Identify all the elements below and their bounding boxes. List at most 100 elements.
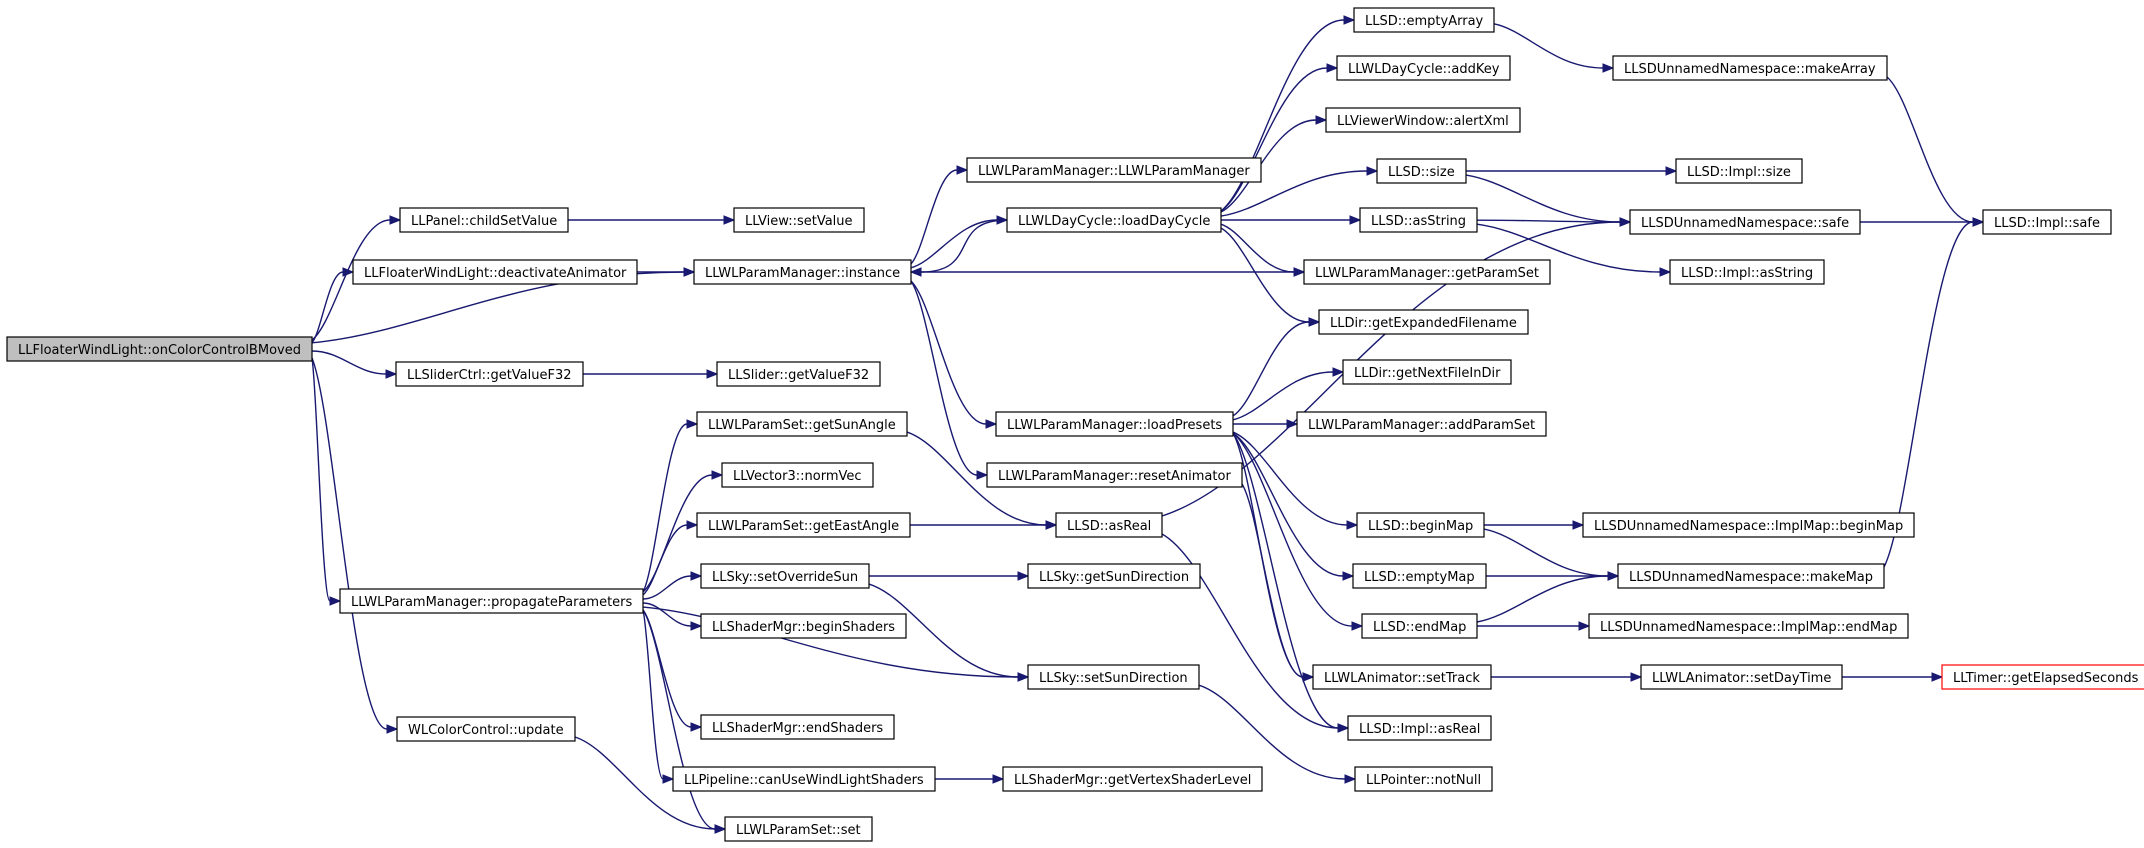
node-box: [396, 716, 576, 742]
node-box: [966, 157, 1262, 183]
edge-arrowhead: [1619, 217, 1632, 227]
node-label: LLSlider::getValueF32: [728, 368, 869, 383]
edge-line: [1232, 432, 1353, 627]
node-alert-xml[interactable]: LLViewerWindow::alertXml: [1325, 107, 1521, 133]
node-label: LLTimer::getElapsedSeconds: [1953, 671, 2139, 686]
node-label: LLSDUnnamedNamespace::ImplMap::endMap: [1600, 620, 1897, 635]
node-set-day-time[interactable]: LLWLAnimator::setDayTime: [1640, 664, 1843, 690]
node-label: LLSD::Impl::size: [1687, 165, 1791, 180]
edge-set-track-to-set-day-time: [1491, 672, 1643, 682]
edge-line: [311, 271, 344, 344]
edge-arrowhead: [1602, 63, 1615, 73]
edge-arrowhead: [714, 824, 727, 834]
edge-llsd-size-to-ns-safe: [1465, 174, 1632, 227]
edge-line: [1886, 76, 1974, 223]
node-empty-map[interactable]: LLSD::emptyMap: [1352, 563, 1487, 589]
node-end-map[interactable]: LLSD::endMap: [1361, 613, 1478, 639]
node-set-override-sun[interactable]: LLSky::setOverrideSun: [700, 563, 870, 589]
node-get-next-file-in-dir[interactable]: LLDir::getNextFileInDir: [1342, 359, 1512, 385]
node-as-string[interactable]: LLSD::asString: [1359, 207, 1478, 233]
edge-end-map-to-make-map: [1476, 571, 1620, 623]
node-label: LLPointer::notNull: [1366, 773, 1481, 788]
node-label: LLSD::endMap: [1373, 620, 1466, 635]
node-not-null[interactable]: LLPointer::notNull: [1354, 766, 1493, 792]
node-label: LLSDUnnamedNamespace::safe: [1641, 216, 1849, 231]
edge-line: [642, 524, 688, 596]
node-child-set-value[interactable]: LLPanel::childSetValue: [399, 207, 569, 233]
node-box: [6, 336, 313, 362]
node-add-param-set[interactable]: LLWLParamManager::addParamSet: [1296, 411, 1547, 437]
edge-arrowhead: [723, 215, 736, 225]
node-wl-instance[interactable]: LLWLParamManager::instance: [693, 259, 912, 285]
node-label: LLSD::size: [1388, 165, 1455, 180]
node-get-sun-direction[interactable]: LLSky::getSunDirection: [1027, 563, 1201, 589]
node-can-use-wind-light[interactable]: LLPipeline::canUseWindLightShaders: [672, 766, 936, 792]
node-get-expanded-filename[interactable]: LLDir::getExpandedFilename: [1318, 309, 1529, 335]
edge-arrowhead: [690, 722, 703, 732]
node-label: LLWLParamManager::getParamSet: [1315, 266, 1539, 281]
node-impl-as-string[interactable]: LLSD::Impl::asString: [1669, 259, 1825, 285]
node-reset-animator[interactable]: LLWLParamManager::resetAnimator: [986, 462, 1243, 488]
edge-arrowhead: [1607, 571, 1620, 581]
node-set-track[interactable]: LLWLAnimator::setTrack: [1312, 664, 1492, 690]
node-label: LLSD::Impl::asString: [1681, 266, 1813, 281]
edge-arrowhead: [1326, 63, 1339, 73]
node-add-key[interactable]: LLWLDayCycle::addKey: [1336, 55, 1511, 81]
node-load-presets[interactable]: LLWLParamManager::loadPresets: [995, 411, 1234, 437]
edge-arrowhead: [1972, 217, 1985, 227]
node-label: LLView::setValue: [745, 214, 853, 229]
node-color-control-update[interactable]: WLColorControl::update: [396, 716, 576, 742]
edge-on-color-control-bmoved-to-color-control-update: [311, 357, 399, 734]
node-get-param-set[interactable]: LLWLParamManager::getParamSet: [1303, 259, 1551, 285]
edge-set-day-time-to-get-elapsed-seconds: [1842, 672, 1944, 682]
node-begin-shaders[interactable]: LLShaderMgr::beginShaders: [700, 613, 907, 639]
node-impl-map-end[interactable]: LLSDUnnamedNamespace::ImplMap::endMap: [1588, 613, 1909, 639]
node-ns-safe[interactable]: LLSDUnnamedNamespace::safe: [1629, 209, 1861, 235]
node-set-sun-direction[interactable]: LLSky::setSunDirection: [1027, 664, 1200, 690]
node-impl-size[interactable]: LLSD::Impl::size: [1675, 158, 1803, 184]
edge-line: [1220, 170, 1368, 217]
edge-line: [868, 583, 1019, 678]
node-impl-safe[interactable]: LLSD::Impl::safe: [1982, 209, 2112, 235]
node-box: [696, 411, 908, 437]
edge-arrowhead: [1332, 367, 1345, 377]
node-load-day-cycle[interactable]: LLWLDayCycle::loadDayCycle: [1006, 207, 1222, 233]
node-impl-map-begin[interactable]: LLSDUnnamedNamespace::ImplMap::beginMap: [1582, 512, 1915, 538]
node-view-set-value[interactable]: LLView::setValue: [733, 207, 865, 233]
node-get-east-angle[interactable]: LLWLParamSet::getEastAngle: [696, 512, 911, 538]
edge-line: [1232, 321, 1310, 417]
edge-load-day-cycle-to-wl-instance: [909, 219, 1008, 277]
node-get-value-f32[interactable]: LLSlider::getValueF32: [716, 361, 881, 387]
edge-load-day-cycle-to-as-string: [1221, 215, 1362, 225]
node-get-elapsed-seconds[interactable]: LLTimer::getElapsedSeconds: [1941, 664, 2144, 690]
node-get-sun-angle[interactable]: LLWLParamSet::getSunAngle: [696, 411, 908, 437]
edge-wl-instance-to-load-presets: [910, 280, 998, 429]
edge-line: [906, 431, 1047, 526]
node-box: [1588, 613, 1909, 639]
node-on-color-control-bmoved[interactable]: LLFloaterWindLight::onColorControlBMoved: [6, 336, 313, 362]
node-box: [1359, 207, 1478, 233]
node-llsd-size[interactable]: LLSD::size: [1376, 158, 1467, 184]
node-begin-map[interactable]: LLSD::beginMap: [1356, 512, 1485, 538]
node-get-vertex-shader-level[interactable]: LLShaderMgr::getVertexShaderLevel: [1002, 766, 1263, 792]
node-deactivate-animator[interactable]: LLFloaterWindLight::deactivateAnimator: [352, 259, 638, 285]
node-wl-ctor[interactable]: LLWLParamManager::LLWLParamManager: [966, 157, 1262, 183]
node-box: [1312, 664, 1492, 690]
node-norm-vec[interactable]: LLVector3::normVec: [721, 462, 874, 488]
node-make-map[interactable]: LLSDUnnamedNamespace::makeMap: [1617, 563, 1885, 589]
node-make-array[interactable]: LLSDUnnamedNamespace::makeArray: [1612, 55, 1888, 81]
node-end-shaders[interactable]: LLShaderMgr::endShaders: [700, 714, 895, 740]
node-box: [1318, 309, 1529, 335]
node-get-value-f32-ctrl[interactable]: LLSliderCtrl::getValueF32: [395, 361, 584, 387]
node-label: LLWLParamSet::getSunAngle: [708, 418, 896, 433]
edge-arrowhead: [690, 571, 703, 581]
edge-get-value-f32-ctrl-to-get-value-f32: [582, 369, 719, 379]
node-as-real[interactable]: LLSD::asReal: [1055, 512, 1163, 538]
node-empty-array[interactable]: LLSD::emptyArray: [1353, 7, 1495, 33]
edge-arrowhead: [1659, 267, 1672, 277]
node-box: [1336, 55, 1511, 81]
node-propagate-parameters[interactable]: LLWLParamManager::propagateParameters: [339, 588, 644, 614]
node-impl-as-real[interactable]: LLSD::Impl::asReal: [1347, 715, 1492, 741]
node-param-set-set[interactable]: LLWLParamSet::set: [724, 816, 873, 842]
node-box: [1361, 613, 1478, 639]
